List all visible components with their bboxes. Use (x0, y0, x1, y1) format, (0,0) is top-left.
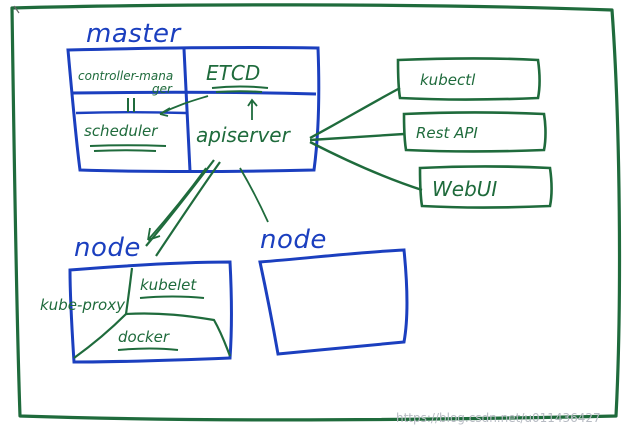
corner-mark (13, 5, 20, 14)
master-label: master (86, 19, 182, 49)
node1-divider-right (125, 312, 232, 357)
kubelet-label: kubelet (140, 276, 197, 294)
scheduler-label: scheduler (84, 122, 158, 140)
webui-box (418, 165, 553, 209)
master-divider-vertical (182, 48, 192, 172)
watermark-text: https://blog.csdn.net/u011436427 (396, 411, 601, 425)
node2-label: node (260, 225, 327, 255)
node2-box (258, 248, 409, 356)
node1-box (68, 260, 233, 364)
master-inner-stroke (75, 111, 187, 115)
etcd-underline (211, 85, 269, 93)
line-apiserver-kubectl (309, 86, 401, 140)
kubectl-label: kubectl (420, 71, 476, 89)
kubelet-underline (139, 295, 205, 299)
master-box (66, 46, 321, 173)
line-apiserver-restapi (309, 132, 405, 142)
apiserver-label: apiserver (196, 123, 292, 147)
kube-proxy-label: kube-proxy (40, 296, 126, 314)
docker-underline (117, 347, 179, 351)
webui-label: WebUI (432, 177, 497, 201)
rest-api-label: Rest API (416, 124, 478, 142)
cm-scheduler-link (127, 98, 135, 112)
controller-manager-label-cont: ger (152, 82, 173, 96)
etcd-label: ETCD (206, 61, 260, 85)
line-apiserver-node1-a (145, 159, 215, 247)
arrow-to-controller-manager (159, 95, 209, 117)
node1-divider-left (73, 313, 127, 359)
line-apiserver-webui (309, 140, 423, 192)
master-divider-horizontal (71, 90, 317, 96)
line-apiserver-node2 (239, 167, 269, 223)
rest-api-box (402, 111, 547, 153)
arrow-apiserver-to-etcd (247, 98, 258, 120)
line-apiserver-node1-b (155, 161, 221, 257)
node1-divider-vertical (124, 267, 134, 315)
docker-label: docker (118, 328, 170, 346)
line-apiserver-node1-c (147, 167, 207, 241)
node1-label: node (74, 233, 141, 263)
controller-manager-label: controller-mana (78, 69, 173, 83)
scheduler-underline (89, 144, 167, 152)
kubectl-box (396, 57, 541, 101)
outer-frame (10, 3, 622, 422)
